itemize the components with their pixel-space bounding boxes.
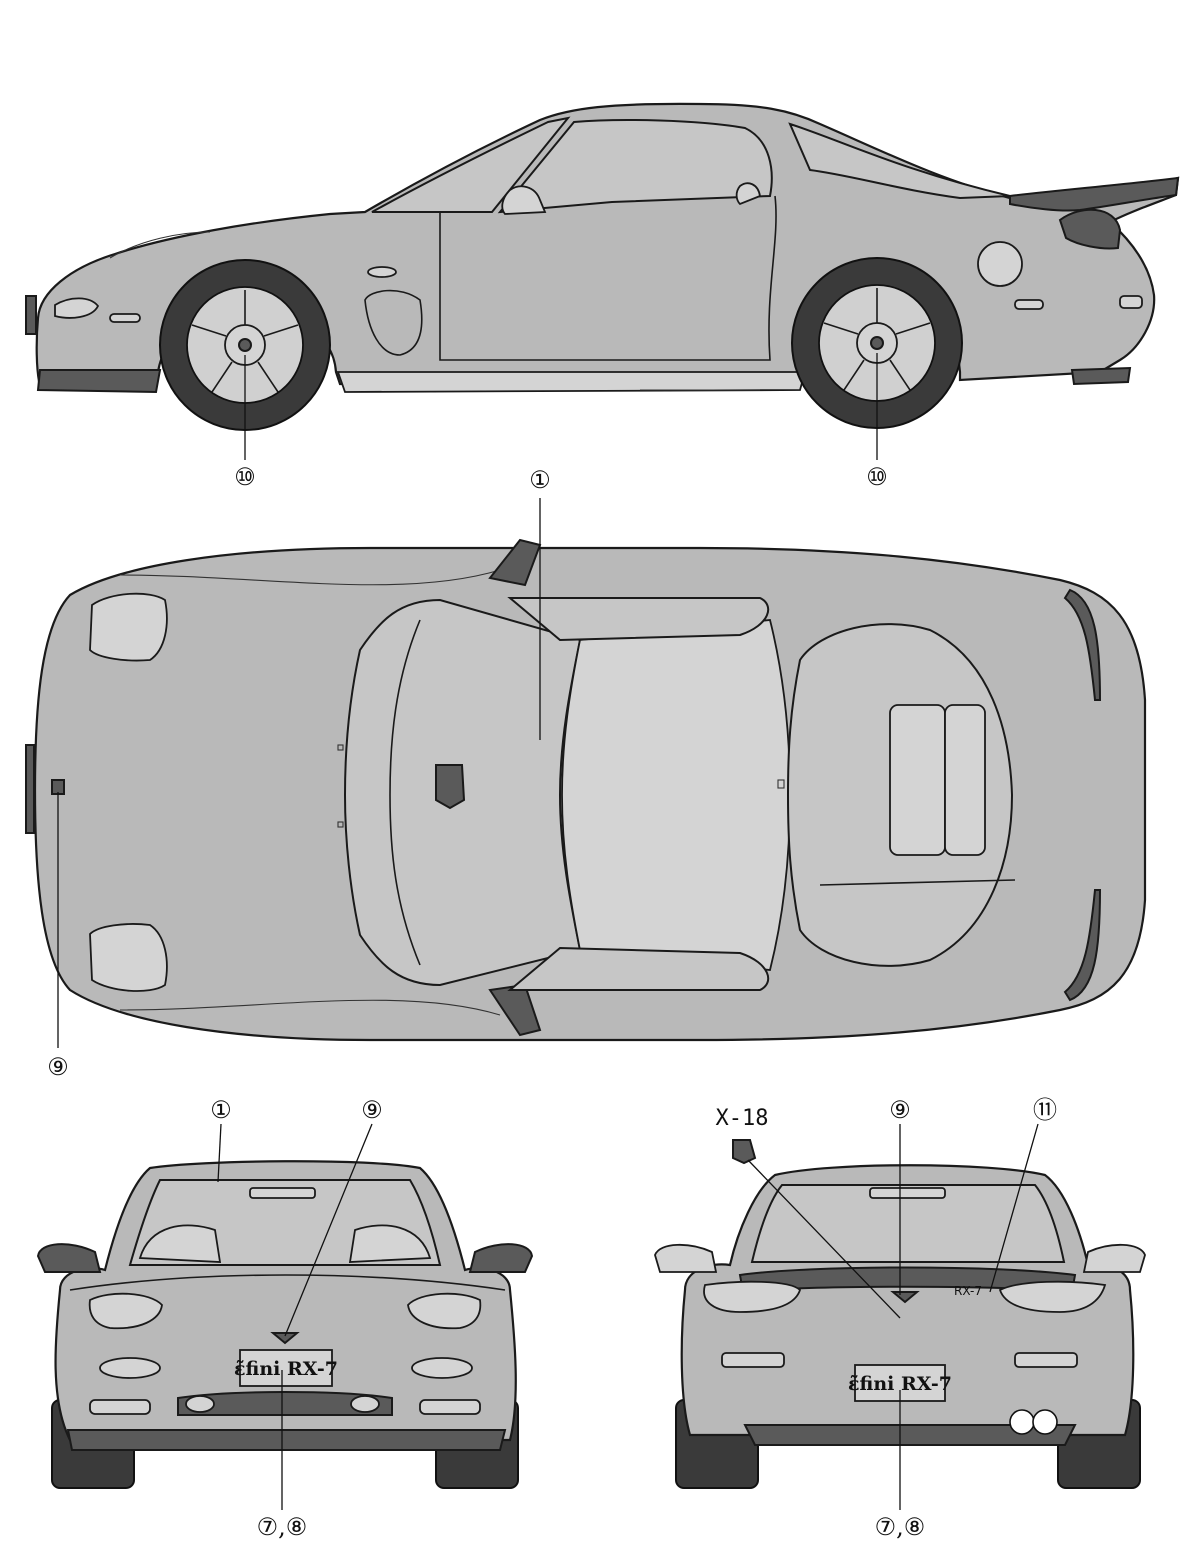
callout-rear-badge: ⑪	[1033, 1096, 1057, 1124]
front-license-plate	[239, 1349, 333, 1387]
top-view: ① ⑨	[25, 466, 1147, 1081]
rear-right-taillight	[998, 1280, 1107, 1313]
side-window	[497, 119, 773, 214]
callout-top-emblem: ⑨	[47, 1053, 69, 1081]
rear-plate-text: ɛ̃fini RX-7	[848, 1373, 952, 1395]
callout-front-plate: ⑦,⑧	[257, 1513, 308, 1541]
rear-view: RX-7 ɛ̃fini RX-7 X-18 ⑨ ⑪ ⑦,⑧	[654, 1096, 1146, 1541]
rear-badge-text: RX-7	[954, 1284, 982, 1298]
callout-front-emblem: ⑨	[361, 1096, 383, 1124]
callout-top-windshield: ①	[529, 466, 551, 494]
side-front-wheel	[159, 259, 331, 431]
callout-side-front-wheel: ⑩	[234, 463, 256, 491]
callout-front-windshield: ①	[210, 1096, 232, 1124]
front-plate-text: ɛ̃fini RX-7	[234, 1358, 338, 1380]
side-windshield	[371, 116, 571, 213]
front-view: ɛ̃fini RX-7 ① ⑨ ⑦,⑧	[36, 1096, 534, 1541]
top-roof	[561, 619, 791, 971]
side-view: ⑩ ⑩	[25, 102, 1180, 491]
part-code-label: X-18	[716, 1106, 769, 1131]
callout-rear-plate: ⑦,⑧	[875, 1513, 926, 1541]
rear-left-taillight	[703, 1280, 802, 1313]
antenna-part-icon	[732, 1139, 757, 1165]
side-rear-wheel	[791, 257, 963, 429]
rear-wing	[1009, 176, 1180, 212]
rear-left-exhaust	[1009, 1409, 1035, 1435]
rear-window	[750, 1184, 1066, 1263]
callout-side-rear-wheel: ⑩	[866, 463, 888, 491]
callout-rear-emblem: ⑨	[889, 1096, 911, 1124]
rear-right-exhaust	[1032, 1409, 1058, 1435]
